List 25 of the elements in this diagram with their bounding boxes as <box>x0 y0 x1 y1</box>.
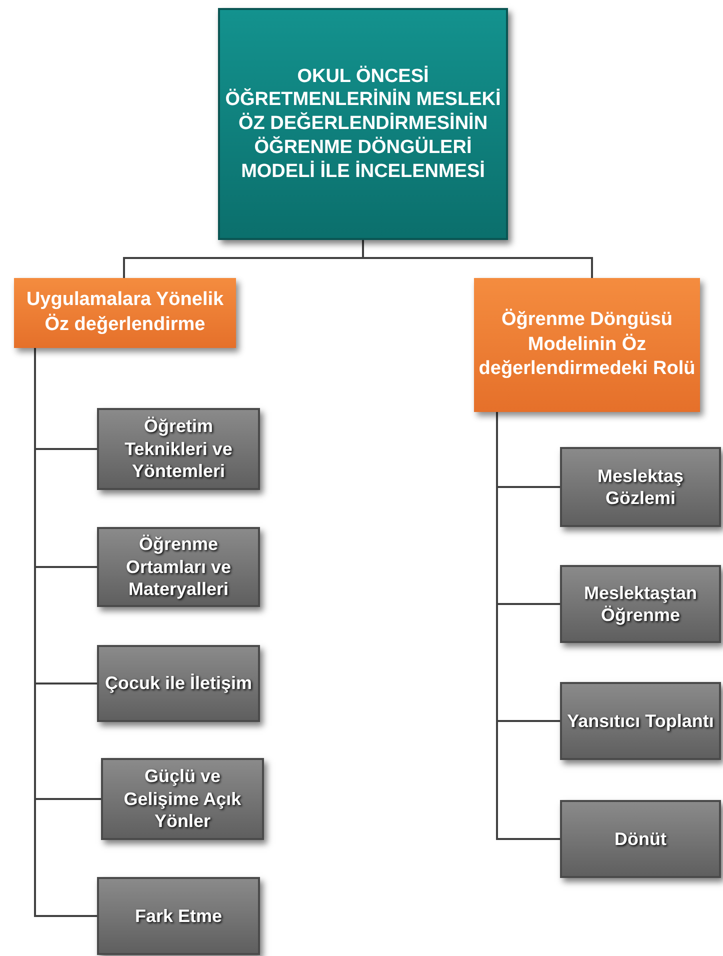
subtopic-box <box>97 877 260 955</box>
subtopic-box <box>101 758 264 840</box>
subtopic-box <box>560 447 721 527</box>
node-label: Güçlü ve Gelişime Açık Yönler <box>122 765 242 833</box>
subtopic-box <box>97 645 260 722</box>
subtopic-box <box>560 800 721 878</box>
category-box <box>14 278 236 348</box>
subtopic-box <box>97 408 260 490</box>
node-label: Yansıtıcı Toplantı <box>567 710 714 732</box>
node-label: Çocuk ile İletişim <box>104 672 252 695</box>
node-label: Öğrenme Döngüsü Modelinin Öz değerlendirmedeki Rolü <box>478 308 696 382</box>
node-label: Dönüt <box>614 828 666 850</box>
subtopic-box <box>560 682 721 760</box>
node-label: Meslektaş Gözlemi <box>596 464 685 510</box>
node-label: Meslektaştan Öğrenme <box>582 582 698 626</box>
subtopic-box <box>560 565 721 643</box>
connector-line <box>362 240 593 278</box>
title-box <box>218 8 508 240</box>
category-box <box>474 278 700 412</box>
node-label: Öğretim Teknikleri ve Yöntemleri <box>124 415 234 483</box>
node-label: Öğrenme Ortamları ve Materyalleri <box>124 533 232 601</box>
node-label: Uygulamalara Yönelik Öz değerlendirme <box>25 288 225 337</box>
subtopic-box <box>97 527 260 607</box>
node-label: Fark Etme <box>134 904 222 928</box>
node-label: OKUL ÖNCESİ ÖĞRETMENLERİNİN MESLEKİ ÖZ DEĞERLENDİRMESİNİN ÖĞRENME DÖNGÜLERİ MODELİ İLE İNCELENMESİ <box>224 64 502 184</box>
